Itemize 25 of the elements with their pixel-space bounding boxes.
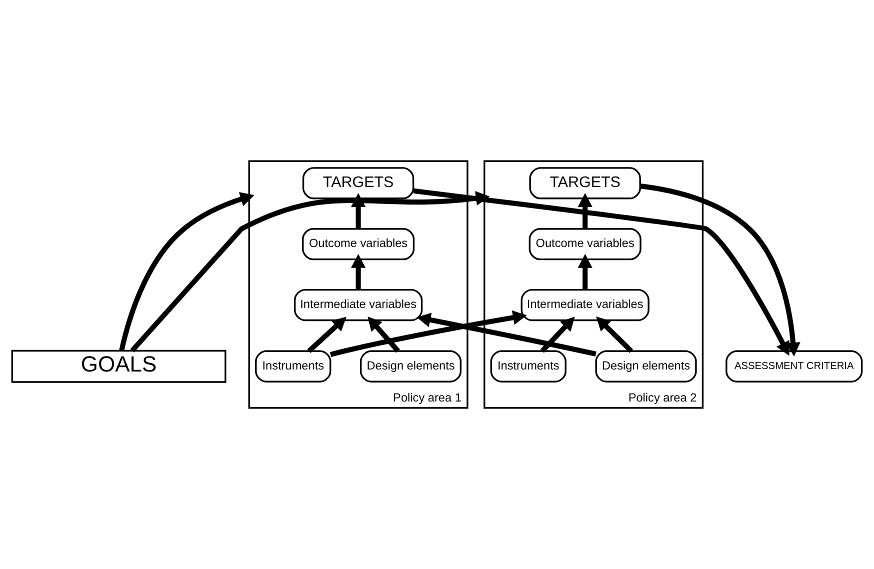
arrow: [596, 316, 634, 353]
node-box: Outcome variables: [528, 228, 642, 260]
arrow: [578, 254, 592, 290]
arrow: [119, 192, 254, 352]
node-box: Outcome variables: [302, 228, 415, 260]
node-box: ASSESSMENT CRITERIA: [726, 350, 863, 382]
node-box: TARGETS: [529, 167, 641, 200]
node-box: Design elements: [360, 350, 462, 382]
arrow: [307, 316, 346, 353]
arrow: [350, 254, 366, 290]
node-box: TARGETS: [302, 167, 414, 200]
node-box: GOALS: [11, 350, 226, 383]
arrow: [640, 184, 800, 356]
arrow: [413, 188, 790, 356]
node-box: Design elements: [595, 350, 697, 382]
arrow: [578, 193, 592, 229]
arrow: [540, 316, 575, 353]
node-box: Intermediate variables: [294, 288, 423, 322]
node-box: Instruments: [490, 350, 566, 382]
arrow: [368, 316, 400, 353]
arrow: [416, 312, 596, 356]
arrow: [330, 310, 527, 357]
node-box: Instruments: [255, 350, 332, 382]
node-box: Intermediate variables: [520, 288, 650, 322]
arrow: [351, 193, 366, 229]
